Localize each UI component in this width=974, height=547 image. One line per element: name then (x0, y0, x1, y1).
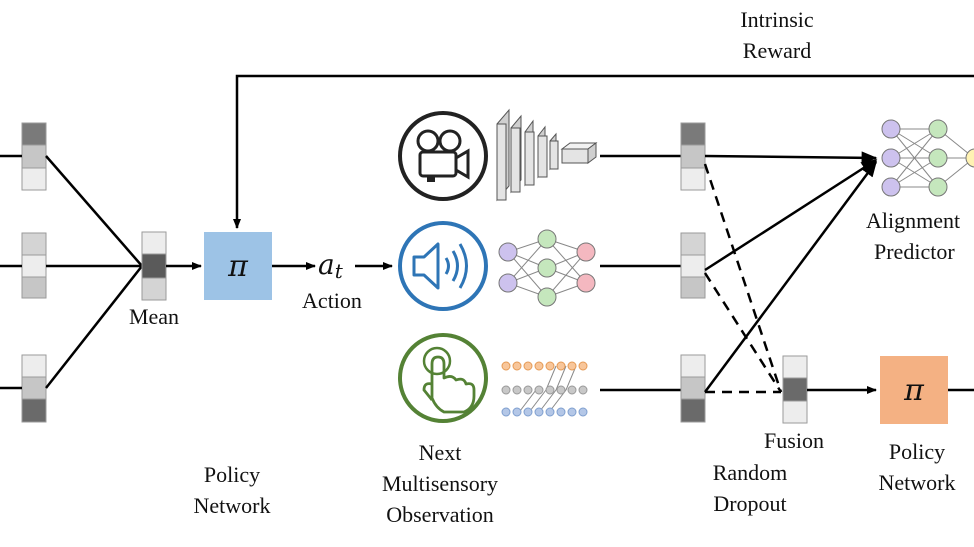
right-feature-stack-2 (680, 232, 706, 299)
tactile-node (567, 361, 577, 371)
tactile-node (501, 407, 511, 417)
tactile-node (567, 407, 577, 417)
tactile-node (545, 407, 555, 417)
tactile-node (501, 385, 511, 395)
policy-network-left-label: Policy Network (193, 462, 271, 518)
random-dropout-dashed-lines (703, 163, 783, 394)
random-dropout-label: Random Dropout (712, 460, 788, 516)
left-feature-stack-3 (21, 354, 47, 423)
tactile-node (578, 385, 588, 395)
right-feature-stack-3 (680, 354, 706, 423)
left-feature-stack-1 (21, 122, 47, 191)
camera-icon (398, 111, 488, 201)
mean-converge-lines (45, 155, 143, 389)
action-symbol: at (318, 248, 343, 283)
fusion-label: Fusion (764, 428, 824, 453)
tactile-network-icon (501, 361, 588, 417)
tactile-node (556, 385, 566, 395)
alignment-predictor-network-icon (881, 119, 974, 197)
tactile-node (512, 361, 522, 371)
speaker-icon (398, 221, 488, 311)
right-feature-stack-1 (680, 122, 706, 191)
cnn-layers-icon (496, 108, 598, 202)
policy-symbol-left: π (228, 248, 248, 284)
left-input-lines (0, 154, 22, 390)
tactile-node (512, 407, 522, 417)
audio-mlp-icon (498, 229, 596, 307)
intrinsic-reward-feedback-line (233, 74, 974, 229)
tactile-node (556, 407, 566, 417)
alignment-predictor-label: Alignment Predictor (866, 208, 961, 264)
mean-label: Mean (128, 304, 180, 329)
tactile-node (534, 361, 544, 371)
touch-hand-icon (398, 333, 488, 423)
tactile-node (501, 361, 511, 371)
left-feature-stack-2 (21, 232, 47, 299)
policy-symbol-right: π (904, 372, 924, 408)
tactile-node (523, 407, 533, 417)
tactile-node (578, 407, 588, 417)
action-label: Action (302, 288, 362, 313)
intrinsic-reward-label: Intrinsic Reward (740, 7, 814, 63)
policy-box-right (880, 356, 948, 424)
tactile-node (567, 385, 577, 395)
mean-vector (141, 231, 167, 301)
tactile-node (578, 361, 588, 371)
policy-box-left (204, 232, 272, 300)
fusion-vector (782, 355, 808, 424)
tactile-node (523, 361, 533, 371)
tactile-node (534, 407, 544, 417)
tactile-node (545, 385, 555, 395)
tactile-node (556, 361, 566, 371)
tactile-node (512, 385, 522, 395)
tactile-node (545, 361, 555, 371)
tactile-node (534, 385, 544, 395)
tactile-node (523, 385, 533, 395)
next-multisensory-observation-label: Next Multisensory Observation (381, 440, 499, 527)
policy-network-right-label: Policy Network (878, 439, 956, 495)
